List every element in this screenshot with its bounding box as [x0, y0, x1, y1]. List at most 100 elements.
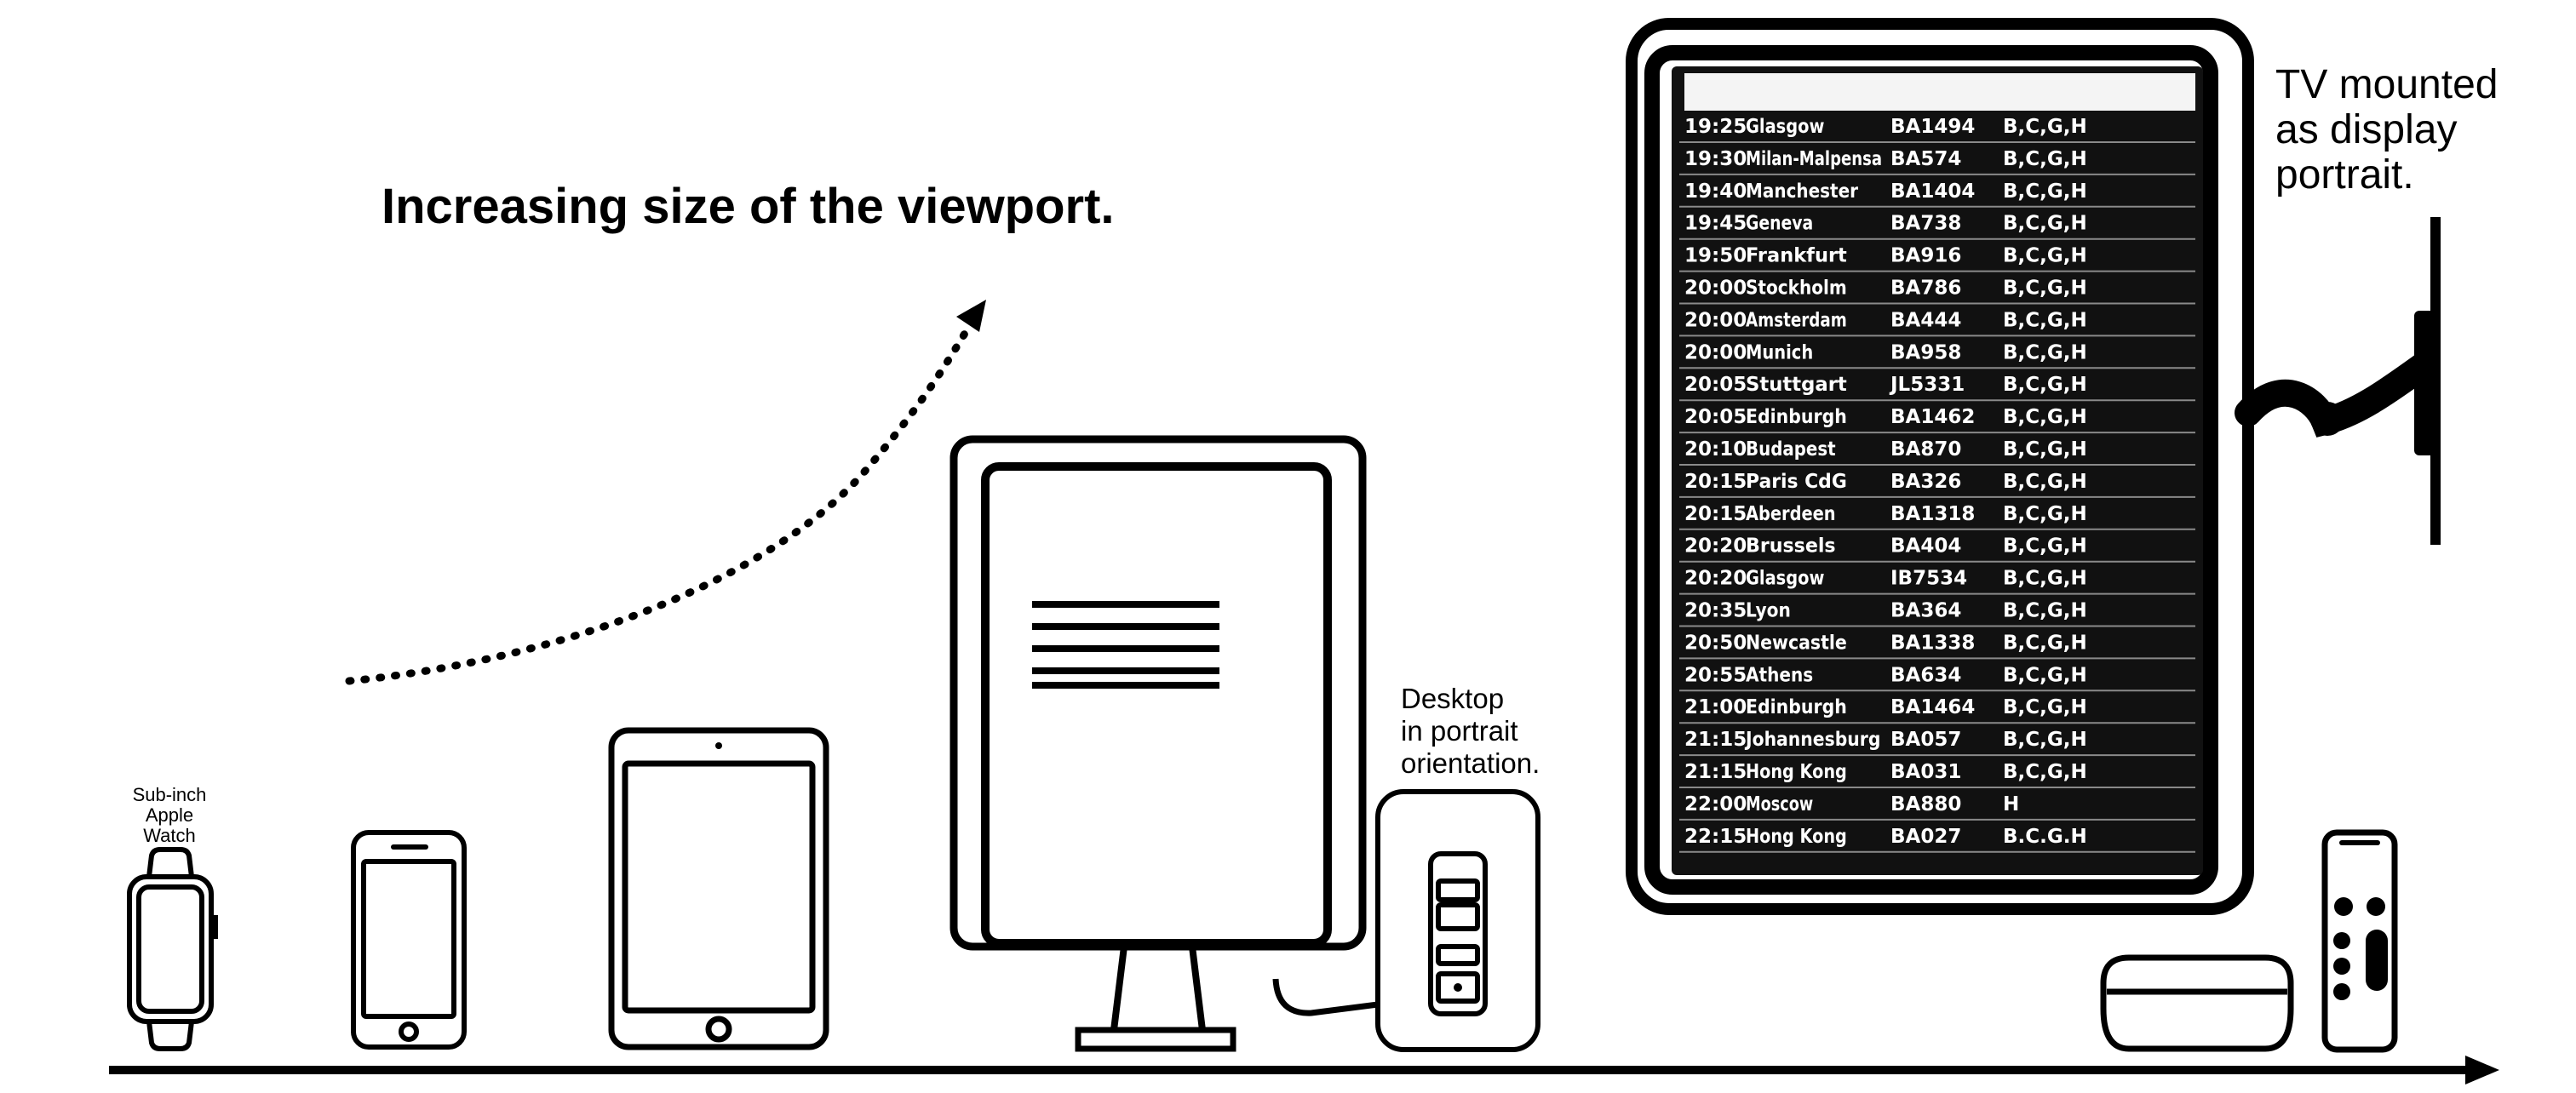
departure-flight: BA1494	[1890, 116, 1975, 138]
viewport-size-axis	[109, 1056, 2499, 1084]
departure-destination: Frankfurt	[1746, 245, 1847, 267]
departure-gates: B,C,G,H	[2003, 438, 2087, 461]
tablet-icon	[608, 727, 829, 1050]
departure-gates: B,C,G,H	[2003, 148, 2087, 170]
departure-gates: B,C,G,H	[2003, 632, 2087, 654]
departure-time: 20:00	[1684, 278, 1747, 300]
departure-time: 21:15	[1684, 761, 1747, 783]
departure-time: 20:05	[1684, 374, 1747, 396]
departure-gates: B,C,G,H	[2003, 664, 2087, 686]
departure-destination: Glasgow	[1746, 116, 1824, 138]
departure-gates: B,C,G,H	[2003, 180, 2087, 203]
departure-time: 19:25	[1684, 116, 1747, 138]
departure-gates: B,C,G,H	[2003, 245, 2087, 267]
desktop-label: Desktop in portrait orientation.	[1401, 683, 1540, 779]
svg-text:orientation.: orientation.	[1401, 747, 1540, 779]
departure-time: 22:00	[1684, 793, 1747, 815]
svg-text:as display: as display	[2275, 107, 2457, 152]
departure-destination: Hong Kong	[1746, 761, 1847, 783]
departure-gates: B,C,G,H	[2003, 568, 2087, 590]
svg-text:TV mounted: TV mounted	[2275, 62, 2498, 107]
departure-flight: BA1462	[1890, 406, 1975, 428]
departure-gates: B,C,G,H	[2003, 729, 2087, 751]
departure-destination: Manchester	[1746, 180, 1859, 203]
departure-gates: B,C,G,H	[2003, 600, 2087, 622]
streaming-box-icon	[2100, 954, 2294, 1052]
departure-flight: BA1318	[1890, 503, 1975, 525]
departure-flight: BA326	[1890, 471, 1961, 493]
departure-gates: B,C,G,H	[2003, 116, 2087, 138]
remote-control-icon	[2321, 829, 2398, 1053]
svg-text:portrait.: portrait.	[2275, 152, 2414, 197]
departure-gates: B,C,G,H	[2003, 406, 2087, 428]
departure-time: 20:15	[1684, 471, 1747, 493]
departure-flight: BA916	[1890, 245, 1961, 267]
departure-flight: BA738	[1890, 213, 1961, 235]
departure-flight: BA958	[1890, 341, 1961, 363]
tv-wall-mount-icon	[2235, 217, 2441, 545]
watch-label: Sub-inch Apple Watch	[133, 784, 207, 846]
growth-arrow	[345, 300, 986, 685]
apple-watch-icon	[127, 847, 218, 1051]
departure-time: 21:15	[1684, 729, 1747, 751]
tv-label: TV mounted as display portrait.	[2275, 62, 2498, 197]
departure-destination: Johannesburg	[1744, 729, 1880, 751]
departure-flight: BA1464	[1890, 696, 1975, 718]
departure-flight: BA880	[1890, 793, 1961, 815]
departure-time: 20:20	[1684, 535, 1747, 558]
departure-gates: B,C,G,H	[2003, 374, 2087, 396]
departure-flight: BA031	[1890, 761, 1961, 783]
departure-gates: B,C,G,H	[2003, 278, 2087, 300]
departure-gates: B,C,G,H	[2003, 471, 2087, 493]
departure-time: 20:15	[1684, 503, 1747, 525]
departure-destination: Budapest	[1746, 438, 1836, 461]
svg-text:Apple: Apple	[146, 804, 193, 826]
departure-destination: Edinburgh	[1746, 406, 1847, 428]
departure-time: 20:50	[1684, 632, 1747, 654]
departure-destination: Glasgow	[1746, 568, 1824, 590]
departure-flight: BA634	[1890, 664, 1961, 686]
departure-time: 20:00	[1684, 309, 1747, 331]
departure-destination: Paris CdG	[1746, 471, 1847, 493]
departure-destination: Aberdeen	[1746, 503, 1836, 525]
departure-destination: Edinburgh	[1746, 696, 1847, 718]
departure-flight: BA027	[1890, 826, 1961, 848]
diagram-title: Increasing size of the viewport.	[382, 179, 1115, 234]
departure-flight: BA364	[1890, 600, 1961, 622]
departure-destination: Moscow	[1746, 793, 1813, 815]
departure-destination: Milan-Malpensa	[1746, 148, 1882, 170]
departure-destination: Hong Kong	[1746, 826, 1847, 848]
desktop-tower-icon	[1375, 789, 1540, 1052]
svg-text:Watch: Watch	[143, 825, 196, 846]
desktop-monitor-icon	[950, 435, 1379, 1052]
departure-destination: Athens	[1746, 664, 1813, 686]
departure-flight: BA786	[1890, 278, 1961, 300]
departure-time: 20:10	[1684, 438, 1747, 461]
departure-destination: Stockholm	[1746, 278, 1847, 300]
departure-destination: Geneva	[1746, 213, 1813, 235]
departure-time: 19:30	[1684, 148, 1747, 170]
svg-text:in portrait: in portrait	[1401, 715, 1518, 747]
departure-time: 20:55	[1684, 664, 1747, 686]
departure-destination: Brussels	[1746, 535, 1836, 558]
departure-time: 21:00	[1684, 696, 1747, 718]
